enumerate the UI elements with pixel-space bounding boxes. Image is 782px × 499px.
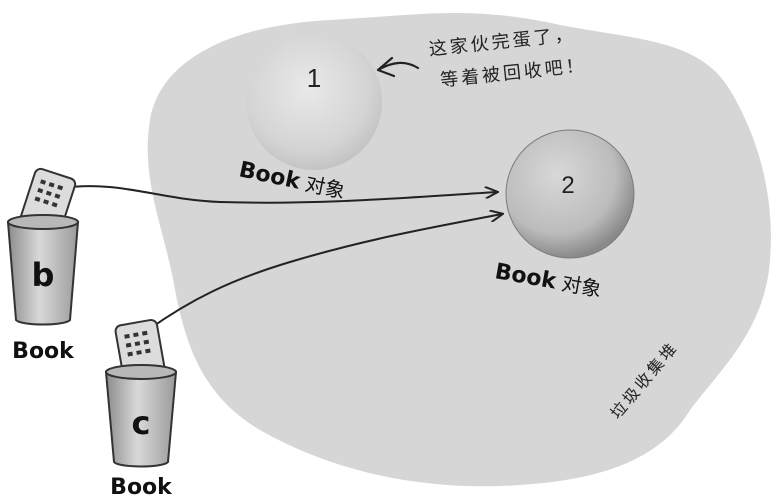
variable-name-b: b (32, 256, 55, 294)
object-number-2: 2 (561, 172, 574, 199)
note-arrow (376, 56, 420, 78)
type-label-c: Book (110, 475, 173, 499)
reference-arrow-c (147, 214, 502, 331)
object-number-1: 1 (307, 63, 321, 93)
reference-cup-b: b Book (6, 167, 80, 364)
variable-name-c: c (132, 404, 151, 442)
type-label-b: Book (12, 339, 75, 364)
reference-arrow-b (61, 185, 497, 204)
reference-cup-c: c Book (104, 318, 178, 499)
